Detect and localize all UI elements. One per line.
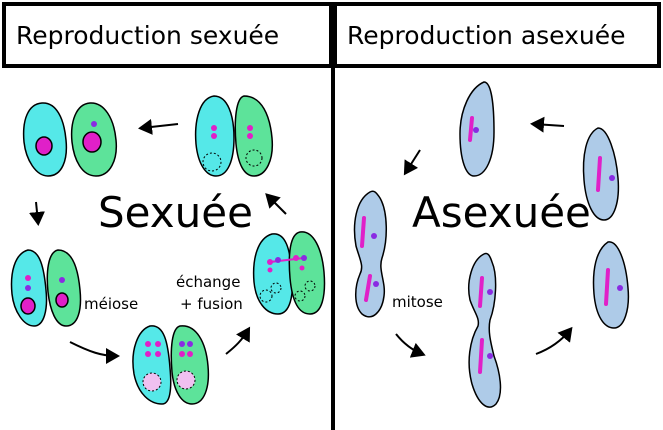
green-cell [288,231,326,315]
panel-divider [331,2,335,430]
arrow-icon [530,116,565,133]
green-cell [46,249,82,327]
exchange-fusion-cells [252,231,326,315]
exchange-label-line2: + fusion [180,295,243,313]
arrow-icon [225,326,251,355]
asexual-cycle-arrows [395,116,573,358]
magenta-nucleus [35,136,53,156]
arrow-icon [69,341,120,364]
arrow-icon [29,201,45,226]
mitosis-label: mitose [392,293,443,311]
meiosis-cells-bottom [132,325,210,405]
arrow-icon [535,326,573,355]
blue-cell [592,241,630,329]
dividing-blue-cell [353,190,387,318]
asexual-reproduction-title: Reproduction asexuée [347,20,626,50]
asexual-cells [353,81,630,408]
arrow-icon [265,193,287,215]
cyan-cell [252,233,294,315]
green-cell [170,325,210,405]
green-cell [234,95,274,177]
asexual-center-label: Asexuée [412,188,591,237]
purple-dot [91,121,97,127]
cyan-cell [132,325,172,405]
zygote-cells-top-right [194,95,274,177]
magenta-nucleus [82,131,102,153]
exchange-label-line1: échange [176,273,241,291]
dividing-blue-cell [468,252,502,408]
arrow-icon [138,118,179,135]
meiosis-label: méiose [84,295,139,313]
arrow-icon [403,149,421,176]
sexual-reproduction-title: Reproduction sexuée [16,20,280,50]
arrow-icon [395,333,426,358]
sexual-center-label: Sexuée [98,188,253,237]
sexual-cycle-arrows [29,118,287,364]
meiosis-cells-left [10,249,82,327]
sexual-reproduction-header: Reproduction sexuée [2,2,333,68]
gamete-pair-separate [22,102,118,177]
asexual-reproduction-header: Reproduction asexuée [333,2,661,68]
